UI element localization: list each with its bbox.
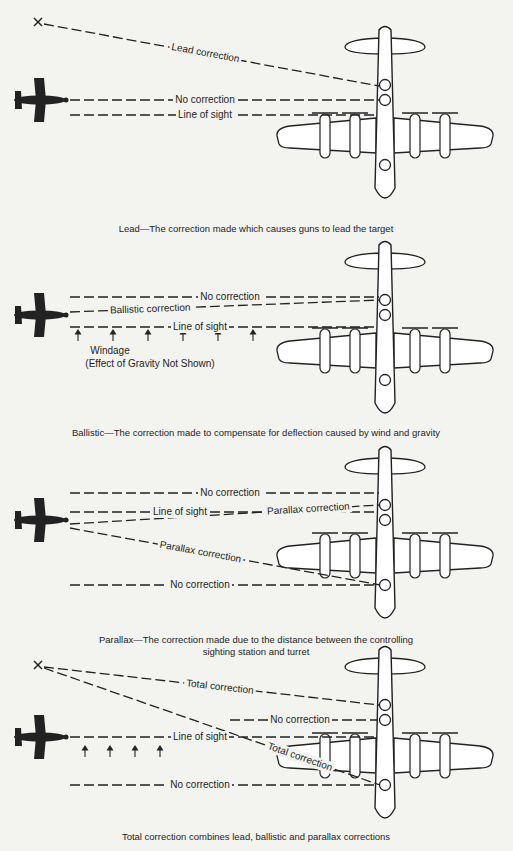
caption: Parallax—The correction made due to the … (91, 634, 421, 658)
fighter (14, 715, 69, 759)
caption: Ballistic—The correction made to compens… (11, 427, 501, 439)
line-label: Parallax correction (156, 538, 244, 565)
line-label: Ballistic correction (108, 301, 193, 316)
line-label: Line of sight (176, 109, 234, 121)
fighter (14, 293, 69, 337)
line-label: Line of sight (151, 506, 209, 518)
caption: Lead—The correction made which causes gu… (16, 223, 496, 235)
note-label: (Effect of Gravity Not Shown) (85, 358, 214, 370)
caption: Total correction combines lead, ballisti… (16, 831, 496, 843)
line-label: Parallax correction (264, 500, 351, 517)
bomber (277, 27, 493, 199)
line-label: Line of sight (171, 321, 229, 333)
lead-point (34, 18, 42, 26)
line-label: No correction (268, 714, 331, 726)
line-label: Total correction (184, 677, 257, 697)
line-label: No correction (198, 291, 261, 303)
line-label: No correction (168, 779, 231, 791)
line-label: No correction (198, 487, 261, 499)
bomber (277, 447, 493, 619)
line-label: No correction (168, 579, 231, 591)
fighter (14, 498, 69, 542)
bomber (277, 647, 493, 819)
note-label: Windage (90, 345, 129, 357)
line-label: No correction (173, 94, 236, 106)
line-label: Lead correction (168, 40, 242, 65)
lead-point (34, 661, 42, 669)
fighter (14, 78, 69, 122)
correction-lines (44, 24, 380, 785)
line-label: Line of sight (171, 731, 229, 743)
windage-arrows (76, 330, 256, 757)
